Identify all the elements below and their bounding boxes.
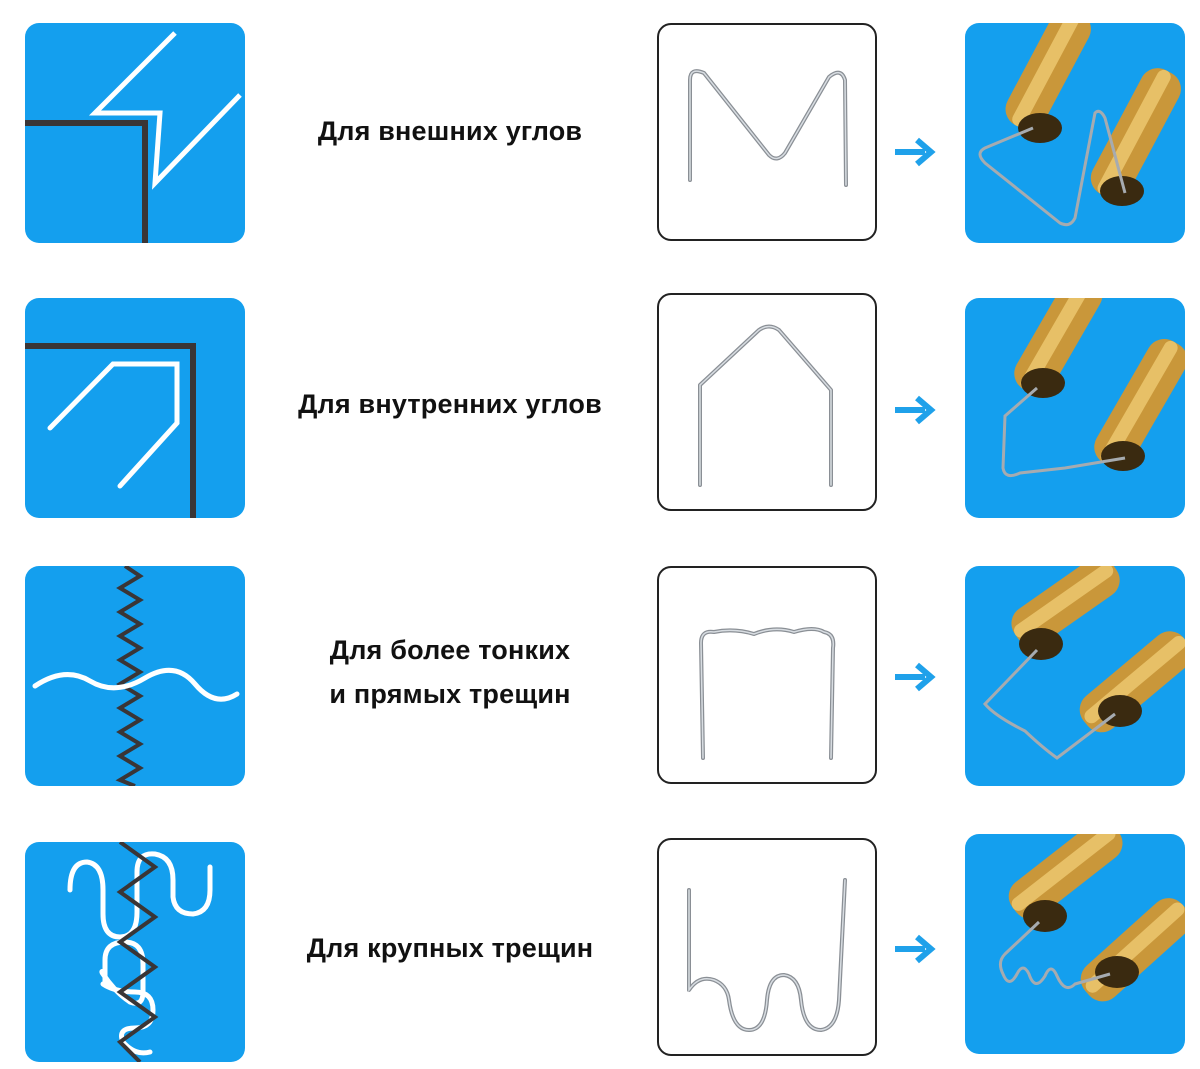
row-large-cracks: Для крупных трещин [0, 834, 1200, 1068]
soldering-tips-photo [965, 834, 1185, 1054]
caption-line: Для крупных трещин [306, 933, 594, 963]
large-crack-icon [25, 842, 245, 1062]
right-arrow-icon [895, 662, 936, 692]
caption-line: Для внешних углов [317, 116, 583, 146]
m-wave-staple-image [657, 23, 877, 241]
double-wave-staple-image [657, 838, 877, 1056]
caption-outer-corners: Для внешних углов [260, 109, 640, 153]
right-arrow-icon [895, 137, 936, 167]
caption-line: Для более тонких [329, 635, 571, 665]
thin-crack-icon [25, 566, 245, 786]
v-angle-staple-image [657, 293, 877, 511]
right-arrow-icon [895, 395, 936, 425]
row-inner-corners: Для внутренних углов [0, 290, 1200, 520]
caption-thin-cracks: Для более тонких и прямых трещин [260, 628, 640, 716]
right-arrow-icon [895, 934, 936, 964]
outer-corner-icon [25, 23, 245, 243]
flat-staple-image [657, 566, 877, 784]
soldering-tips-photo [965, 298, 1185, 518]
caption-line: и прямых трещин [329, 679, 571, 709]
soldering-tips-photo [965, 566, 1185, 786]
inner-corner-icon [25, 298, 245, 518]
caption-line: Для внутренних углов [298, 389, 602, 419]
soldering-tips-photo [965, 23, 1185, 243]
caption-inner-corners: Для внутренних углов [260, 382, 640, 426]
row-outer-corners: Для внешних углов [0, 23, 1200, 253]
row-thin-cracks: Для более тонких и прямых трещин [0, 566, 1200, 796]
caption-large-cracks: Для крупных трещин [260, 926, 640, 970]
